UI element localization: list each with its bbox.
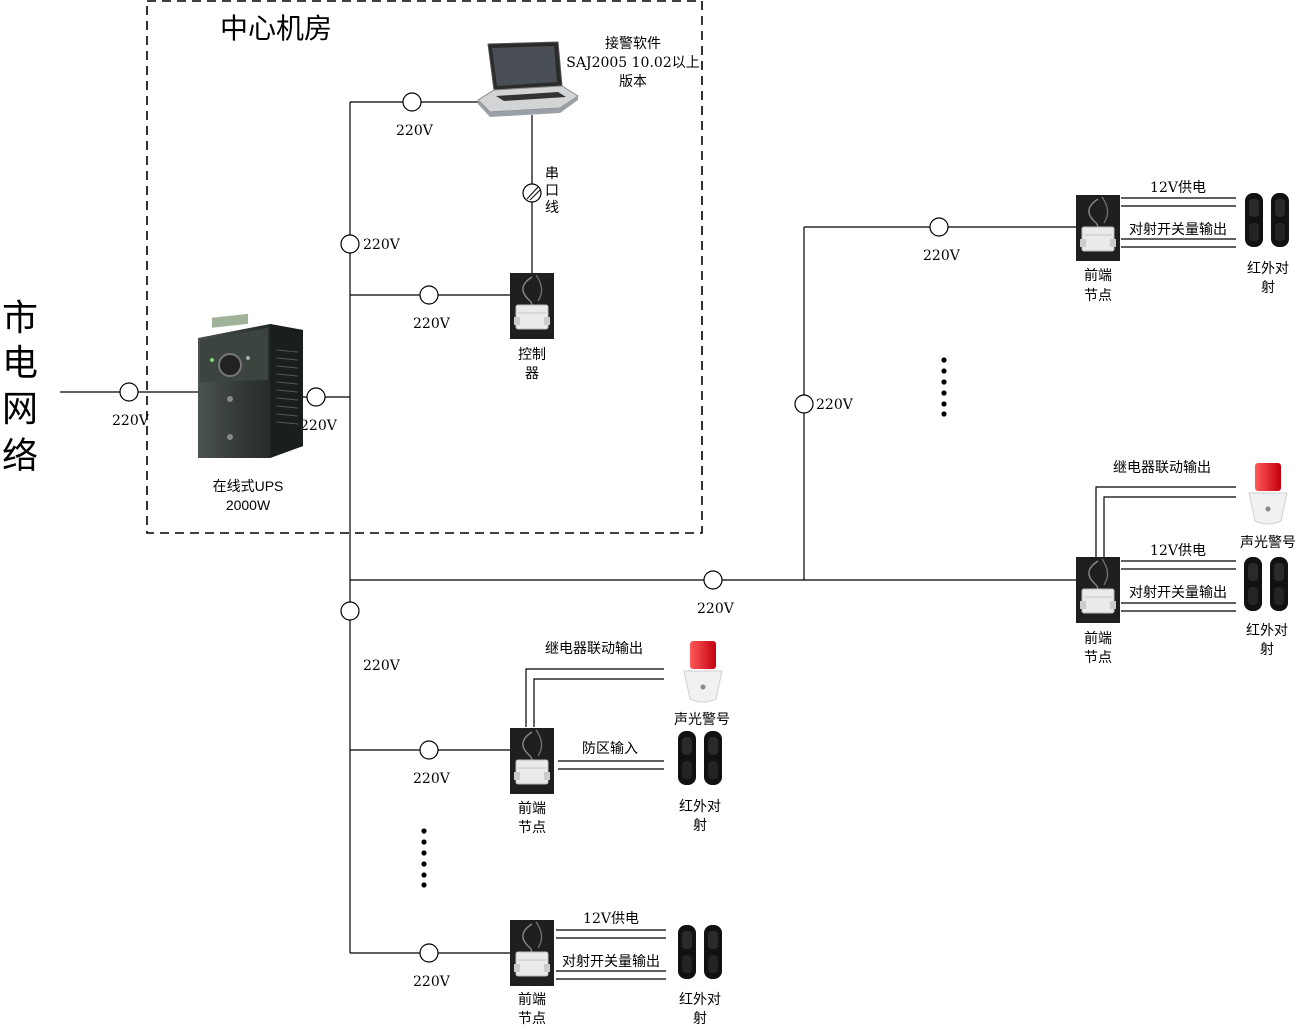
serial-label-char-2: 口 [545,183,559,199]
node-label-line2: 节点 [518,1011,546,1027]
voltage-label: 220V [697,601,735,617]
ir-label-line2: 射 [1260,642,1274,658]
grid-label-char-4: 络 [2,436,38,477]
ir-label-line1: 红外对 [1246,623,1288,639]
wires [60,101,1236,980]
software-label-line2: SAJ2005 10.02以上 [566,55,699,71]
serial-label-char-3: 线 [545,200,559,216]
voltage-label: 220V [112,413,150,429]
voltage-label: 220V [923,248,961,264]
software-label-line1: 接警软件 [605,35,661,52]
controller-device [509,272,555,340]
software-label-line3: 版本 [619,74,647,90]
node-label-line1: 前端 [518,991,546,1008]
switch-output-label: 对射开关量输出 [1129,585,1227,601]
infrared-beam-device [1244,557,1288,611]
node-label-line2: 节点 [1084,650,1112,666]
relay-output-label: 继电器联动输出 [1113,460,1211,476]
front-node-device [509,727,555,795]
ups-power-label: 2000W [226,497,271,513]
strobe-siren-device [1248,462,1288,525]
voltage-label: 220V [413,771,451,787]
continuation-dots [941,357,947,417]
infrared-beam-device [678,925,722,979]
ir-label-line1: 红外对 [679,992,721,1008]
ups-label: 在线式UPS [213,478,284,494]
front-node-device [1075,556,1121,624]
switch-output-label: 对射开关量输出 [562,954,660,970]
ir-label-line2: 射 [693,1011,707,1027]
node-label-line2: 节点 [1084,288,1112,304]
front-node-device [1075,194,1121,262]
voltage-label: 220V [413,974,451,990]
voltage-label: 220V [363,658,401,674]
voltage-label: 220V [816,397,854,413]
ir-label-line2: 射 [1261,280,1275,296]
ir-label-line1: 红外对 [1247,261,1289,277]
voltage-label: 220V [363,237,401,253]
alarm-label: 声光警号 [674,712,730,728]
controller-label-line1: 控制 [518,347,546,363]
ir-label-line2: 射 [693,818,707,834]
grid-label-char-3: 网 [2,389,38,430]
voltage-label: 220V [396,123,434,139]
controller-label-line2: 器 [525,366,539,382]
relay-output-label: 继电器联动输出 [545,641,643,657]
node-label-line2: 节点 [518,820,546,836]
supply-12v-label: 12V供电 [1150,543,1206,559]
node-label-line1: 前端 [1084,267,1112,284]
switch-output-label: 对射开关量输出 [1129,222,1227,238]
grid-label-char-2: 电 [2,343,38,384]
ir-label-line1: 红外对 [679,799,721,815]
voltage-labels: 220V 220V 220V 220V 220V 220V 220V 220V … [112,123,961,990]
supply-12v-label: 12V供电 [583,911,639,927]
continuation-dots [421,828,427,888]
laptop-icon [477,41,579,117]
supply-12v-label: 12V供电 [1150,180,1206,196]
node-label-line1: 前端 [518,800,546,817]
grid-label-char-1: 市 [2,298,38,339]
strobe-siren-device [683,640,723,703]
central-room-boundary [146,0,703,534]
breakers [119,92,949,963]
infrared-beam-device [1245,193,1289,247]
serial-label-char-1: 串 [545,166,559,182]
central-room-title: 中心机房 [220,12,332,45]
zone-input-label: 防区输入 [582,741,638,757]
alarm-label: 声光警号 [1240,535,1296,551]
infrared-beam-device [678,731,722,785]
ups-device [198,313,303,458]
voltage-label: 220V [300,418,338,434]
node-label-line1: 前端 [1084,630,1112,647]
voltage-label: 220V [413,316,451,332]
front-node-device [509,919,555,987]
